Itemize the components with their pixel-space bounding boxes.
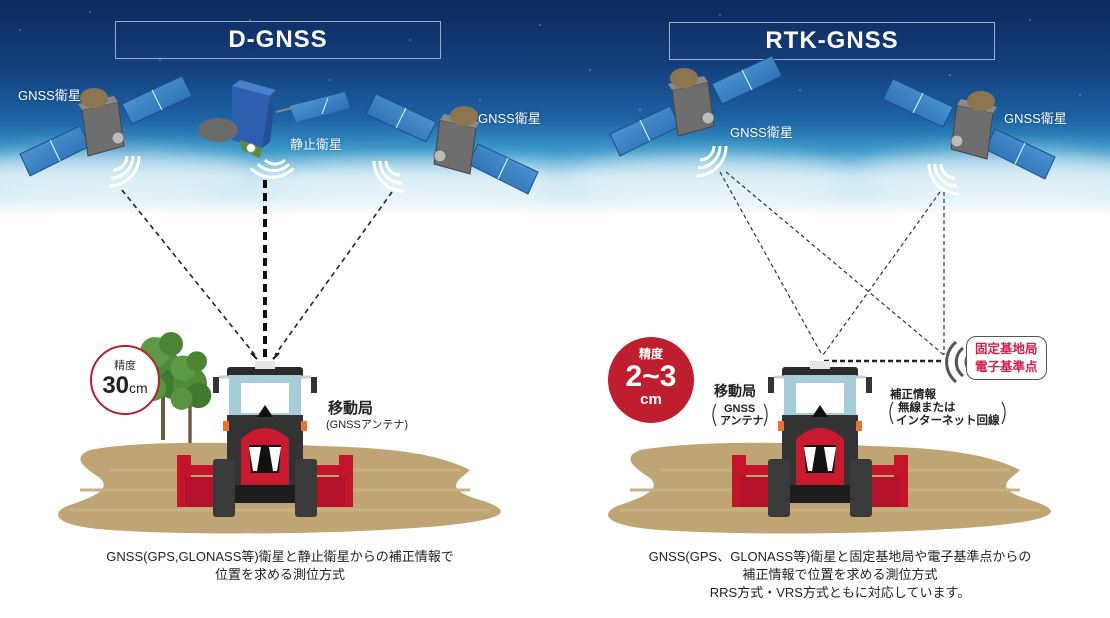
rover-sublabel-1: GNSS <box>724 403 756 415</box>
caption-line: 位置を求める測位方式 <box>214 567 345 582</box>
cloud <box>850 150 1110 205</box>
gnss-satellite-label: GNSS衛星 <box>18 88 81 103</box>
gnss-satellite-label: GNSS衛星 <box>1004 111 1067 126</box>
accuracy-label: 精度 <box>114 359 136 372</box>
rover-label: 移動局 <box>328 400 374 417</box>
rover-sublabel: (GNSSアンテナ) <box>326 419 409 431</box>
accuracy-unit: cm <box>640 391 662 408</box>
rtkgnss-caption: GNSS(GPS、GLONASS等)衛星と固定基地局や電子基準点からの 補正情報… <box>580 548 1100 602</box>
base-station-box: 固定基地局 電子基準点 <box>966 336 1047 380</box>
accuracy-label: 精度 <box>638 347 663 361</box>
dgnss-caption: GNSS(GPS,GLONASS等)衛星と静止衛星からの補正情報で 位置を求める… <box>40 548 520 584</box>
gnss-satellite-label: GNSS衛星 <box>478 111 541 126</box>
correction-info-line1: 無線または <box>898 402 956 414</box>
accuracy-unit: cm <box>129 380 148 396</box>
accuracy-badge-rtk: 精度 2~3 cm <box>608 337 694 423</box>
stars <box>0 0 1110 160</box>
base-station-line1: 固定基地局 <box>975 342 1038 356</box>
accuracy-value: 30 <box>102 372 130 399</box>
geostationary-satellite-label: 静止衛星 <box>290 137 343 152</box>
base-station-line2: 電子基準点 <box>975 360 1038 374</box>
correction-info-line2: インターネット回線 <box>896 415 1000 427</box>
caption-line: GNSS(GPS、GLONASS等)衛星と固定基地局や電子基準点からの <box>648 549 1032 564</box>
gnss-satellite-label: GNSS衛星 <box>730 125 793 140</box>
caption-line: RRS方式・VRS方式ともに対応しています。 <box>709 585 971 600</box>
rover-label: 移動局 <box>714 383 756 399</box>
rtkgnss-title: RTK-GNSS <box>669 22 995 60</box>
caption-line: 補正情報で位置を求める測位方式 <box>742 567 938 582</box>
caption-line: GNSS(GPS,GLONASS等)衛星と静止衛星からの補正情報で <box>106 549 454 564</box>
rover-sublabel-2: アンテナ <box>720 415 764 427</box>
accuracy-value: 2~3 <box>625 360 677 393</box>
accuracy-badge-dgnss: 精度 30cm <box>90 345 160 415</box>
correction-info-title: 補正情報 <box>890 389 936 401</box>
dgnss-title: D-GNSS <box>115 21 441 59</box>
